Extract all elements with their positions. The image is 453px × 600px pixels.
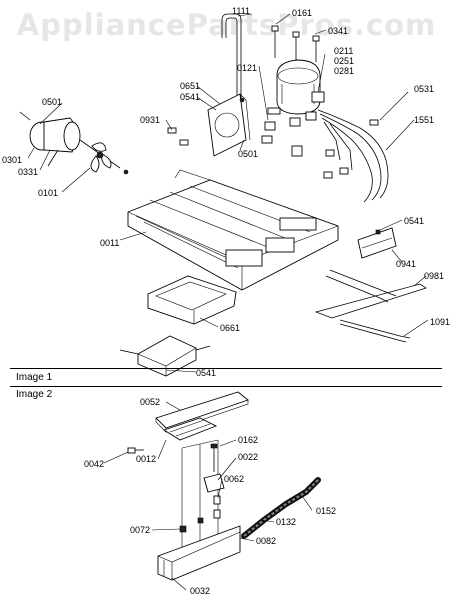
fan-bracket <box>207 93 251 157</box>
part-label-0541-top: 0541 <box>180 92 201 102</box>
heater-cable <box>241 477 321 539</box>
tray-0082 <box>157 525 241 581</box>
bracket-0941 <box>357 227 397 259</box>
image1-label: Image 1 <box>16 372 53 383</box>
control-box <box>119 335 211 377</box>
bolts-0161 <box>271 25 320 62</box>
part-label-0211: 0211 <box>334 46 354 56</box>
part-label-0132: 0132 <box>276 517 297 527</box>
part-label-0531: 0531 <box>414 84 435 94</box>
part-label-0022: 0022 <box>238 452 259 462</box>
part-label-0162: 0162 <box>238 435 259 445</box>
part-label-0651: 0651 <box>180 81 201 91</box>
part-label-0082: 0082 <box>256 536 277 546</box>
clip-0062 <box>213 495 221 519</box>
part-label-0152: 0152 <box>316 506 337 516</box>
part-label-0042: 0042 <box>84 459 105 469</box>
part-label-0501-right: 0501 <box>238 149 259 159</box>
image2-divider <box>10 386 442 387</box>
part-label-0032: 0032 <box>190 586 211 596</box>
compressor <box>267 59 325 157</box>
image1-divider <box>10 368 442 369</box>
part-label-0161: 0161 <box>292 8 313 18</box>
part-label-0012: 0012 <box>136 454 157 464</box>
part-label-0101: 0101 <box>38 188 59 198</box>
part-label-0121: 0121 <box>237 63 258 73</box>
part-label-0341: 0341 <box>328 26 349 36</box>
tube-1111 <box>221 13 242 100</box>
part-label-0541-bracket: 0541 <box>404 216 425 226</box>
wire-0162 <box>210 443 218 472</box>
part-label-0011: 0011 <box>100 238 120 248</box>
part-label-0062: 0062 <box>224 474 245 484</box>
board-0012 <box>162 417 218 441</box>
part-label-0941: 0941 <box>396 259 417 269</box>
screw-0072 <box>179 517 204 533</box>
part-label-0072: 0072 <box>130 525 151 535</box>
part-label-0981: 0981 <box>424 271 445 281</box>
drain-tubes <box>314 269 427 343</box>
part-label-0251: 0251 <box>334 56 355 66</box>
part-label-0281: 0281 <box>334 66 355 76</box>
wire-harness <box>317 109 389 203</box>
part-label-0331: 0331 <box>18 167 39 177</box>
clip-0931 <box>167 127 189 146</box>
part-label-0661: 0661 <box>220 323 241 333</box>
part-label-0931: 0931 <box>140 115 161 125</box>
base-pan <box>127 169 339 291</box>
fan-motor <box>19 111 129 175</box>
leader-lines-2 <box>103 401 313 591</box>
drain-pan <box>147 275 237 325</box>
part-label-0541-box: 0541 <box>196 368 217 378</box>
part-label-0301: 0301 <box>2 155 23 165</box>
screw-0042 <box>127 447 144 454</box>
part-label-1111: 1111 <box>232 6 251 16</box>
grommets-0121 <box>261 121 276 144</box>
image2-label: Image 2 <box>16 389 53 400</box>
part-label-0052: 0052 <box>140 397 161 407</box>
part-label-1551: 1551 <box>414 115 435 125</box>
part-label-0501-left: 0501 <box>42 97 63 107</box>
part-label-1091: 1091 <box>430 317 451 327</box>
leader-lines-1 <box>27 13 429 373</box>
